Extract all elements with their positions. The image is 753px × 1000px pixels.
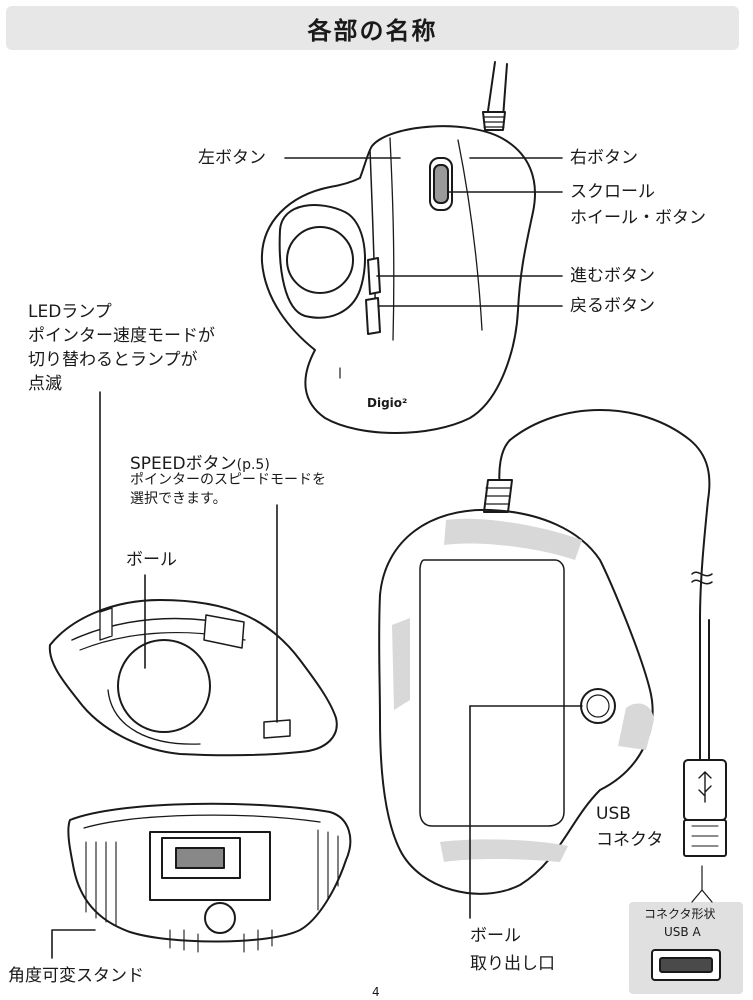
speed-button-name: SPEEDボタン (130, 454, 237, 474)
stand-label: 角度可変スタンド (8, 966, 144, 986)
scroll-wheel-label-line2: ホイール・ボタン (570, 208, 706, 228)
speed-button-label: SPEEDボタン(p.5) (130, 452, 270, 477)
connector-type-label-line2: USB A (664, 925, 701, 939)
led-lamp-label-line4: 点滅 (28, 374, 62, 394)
connector-type-label-line1: コネクタ形状 (644, 907, 716, 921)
speed-desc-line1: ポインターのスピードモードを (130, 472, 326, 488)
usb-connector-label-line1: USB (596, 804, 631, 824)
ball-removal-label-line1: ボール (470, 926, 521, 946)
page-number: 4 (372, 985, 380, 999)
mouse-perspective-view (48, 599, 338, 757)
title-banner: 各部の名称 (6, 6, 739, 50)
led-lamp-label-line1: LEDランプ (28, 302, 112, 322)
led-lamp-label-line2: ポインター速度モードが (28, 326, 215, 346)
speed-desc-line2: 選択できます。 (130, 491, 227, 507)
ball-label: ボール (126, 550, 177, 570)
scroll-wheel-label-line1: スクロール (570, 182, 655, 202)
usb-connector-label-line2: コネクタ (596, 830, 664, 850)
angle-stand (67, 802, 352, 953)
page-title: 各部の名称 (307, 16, 438, 45)
forward-button-label: 進むボタン (570, 266, 655, 286)
mouse-bottom-view (378, 409, 727, 895)
mouse-top-view (260, 61, 536, 434)
right-button-label: 右ボタン (570, 148, 638, 168)
left-button-label: 左ボタン (198, 148, 266, 168)
brand-logo: Digio² (367, 396, 408, 410)
led-lamp-label-line3: 切り替わるとランプが (28, 350, 198, 370)
back-button-label: 戻るボタン (570, 296, 655, 316)
speed-page-ref: (p.5) (236, 457, 270, 473)
ball-removal-label-line2: 取り出し口 (470, 954, 555, 974)
